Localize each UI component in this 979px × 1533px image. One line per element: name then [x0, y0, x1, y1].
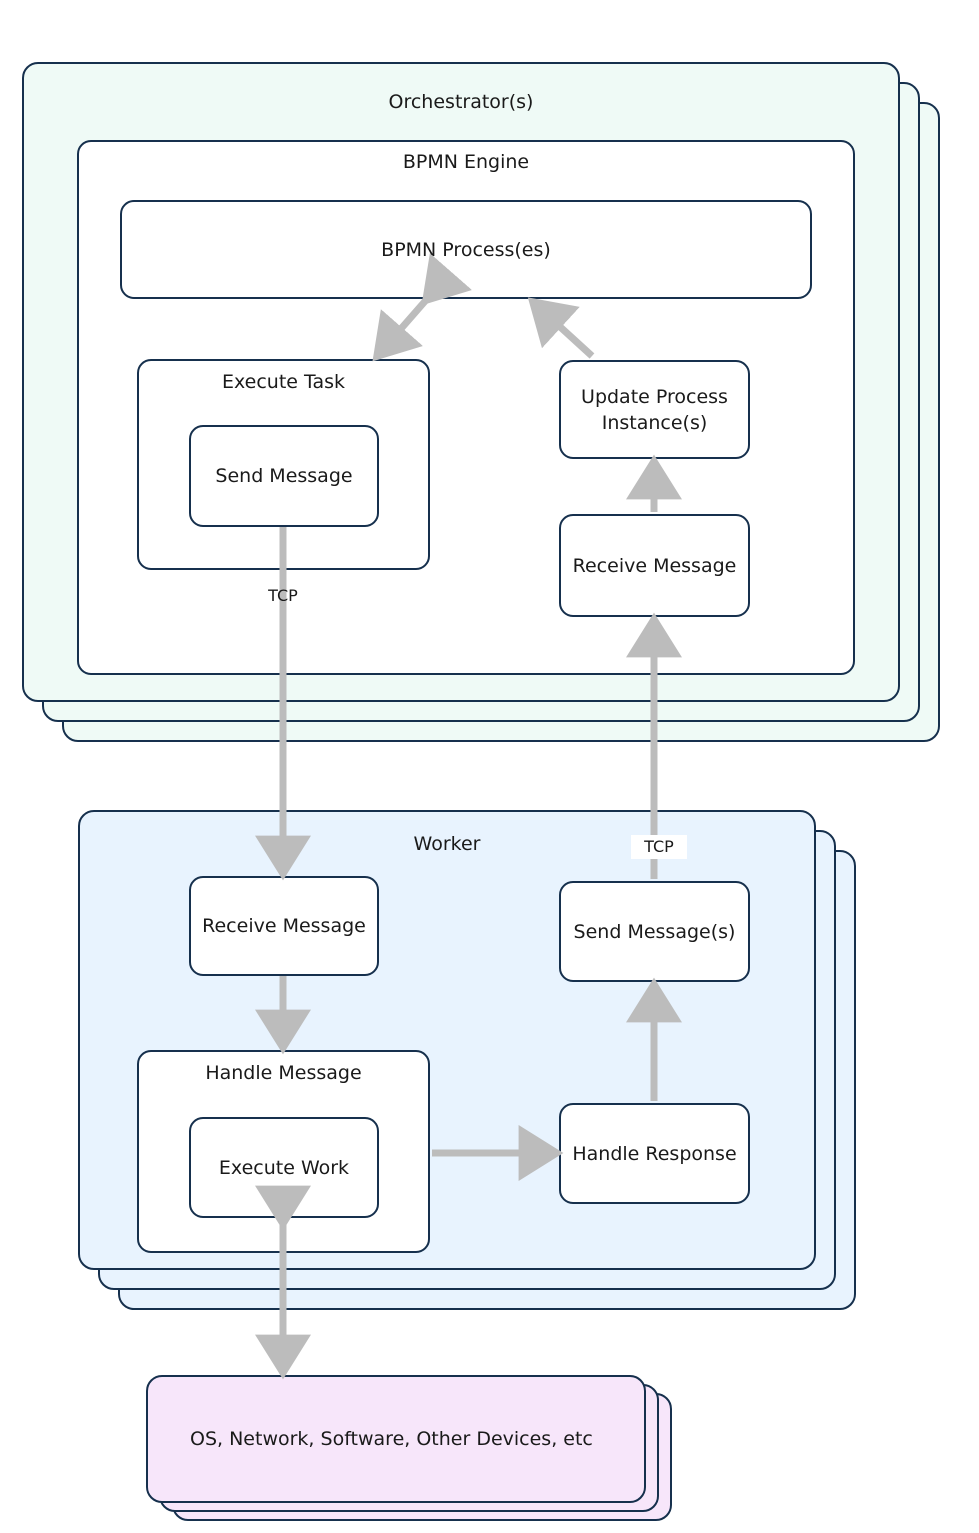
send-message-label: Send Message: [215, 465, 353, 487]
handle-message-label: Handle Message: [205, 1062, 362, 1084]
send-messages-worker-label: Send Message(s): [573, 920, 736, 943]
execute-work-node[interactable]: Execute Work: [189, 1117, 379, 1218]
tcp-label-outbound: TCP: [268, 586, 298, 605]
handle-response-node[interactable]: Handle Response: [559, 1103, 750, 1204]
update-process-instances-label: Update Process Instance(s): [561, 362, 748, 457]
worker-label: Worker: [413, 833, 481, 855]
platform-group[interactable]: OS, Network, Software, Other Devices, et…: [146, 1375, 646, 1503]
execute-task-label: Execute Task: [221, 371, 346, 393]
send-messages-worker-node[interactable]: Send Message(s): [559, 881, 750, 982]
update-process-instances-line-1: Update Process: [581, 385, 728, 408]
receive-message-worker-label: Receive Message: [202, 915, 366, 937]
orchestrator-label: Orchestrator(s): [388, 91, 534, 113]
receive-message-worker-node[interactable]: Receive Message: [189, 876, 379, 976]
update-process-instances-node[interactable]: Update Process Instance(s): [559, 360, 750, 459]
bpmn-process-label: BPMN Process(es): [381, 238, 551, 261]
platform-label: OS, Network, Software, Other Devices, et…: [190, 1428, 593, 1450]
update-process-instances-line-2: Instance(s): [601, 411, 708, 434]
receive-message-orchestrator-node[interactable]: Receive Message: [559, 514, 750, 617]
handle-response-label: Handle Response: [572, 1142, 737, 1165]
tcp-label-inbound: TCP: [631, 835, 687, 859]
bpmn-process-node[interactable]: BPMN Process(es): [120, 200, 812, 299]
receive-message-orchestrator-label: Receive Message: [572, 554, 737, 577]
bpmn-engine-label: BPMN Engine: [402, 151, 530, 173]
execute-work-label: Execute Work: [218, 1156, 350, 1179]
send-message-node[interactable]: Send Message: [189, 425, 379, 527]
